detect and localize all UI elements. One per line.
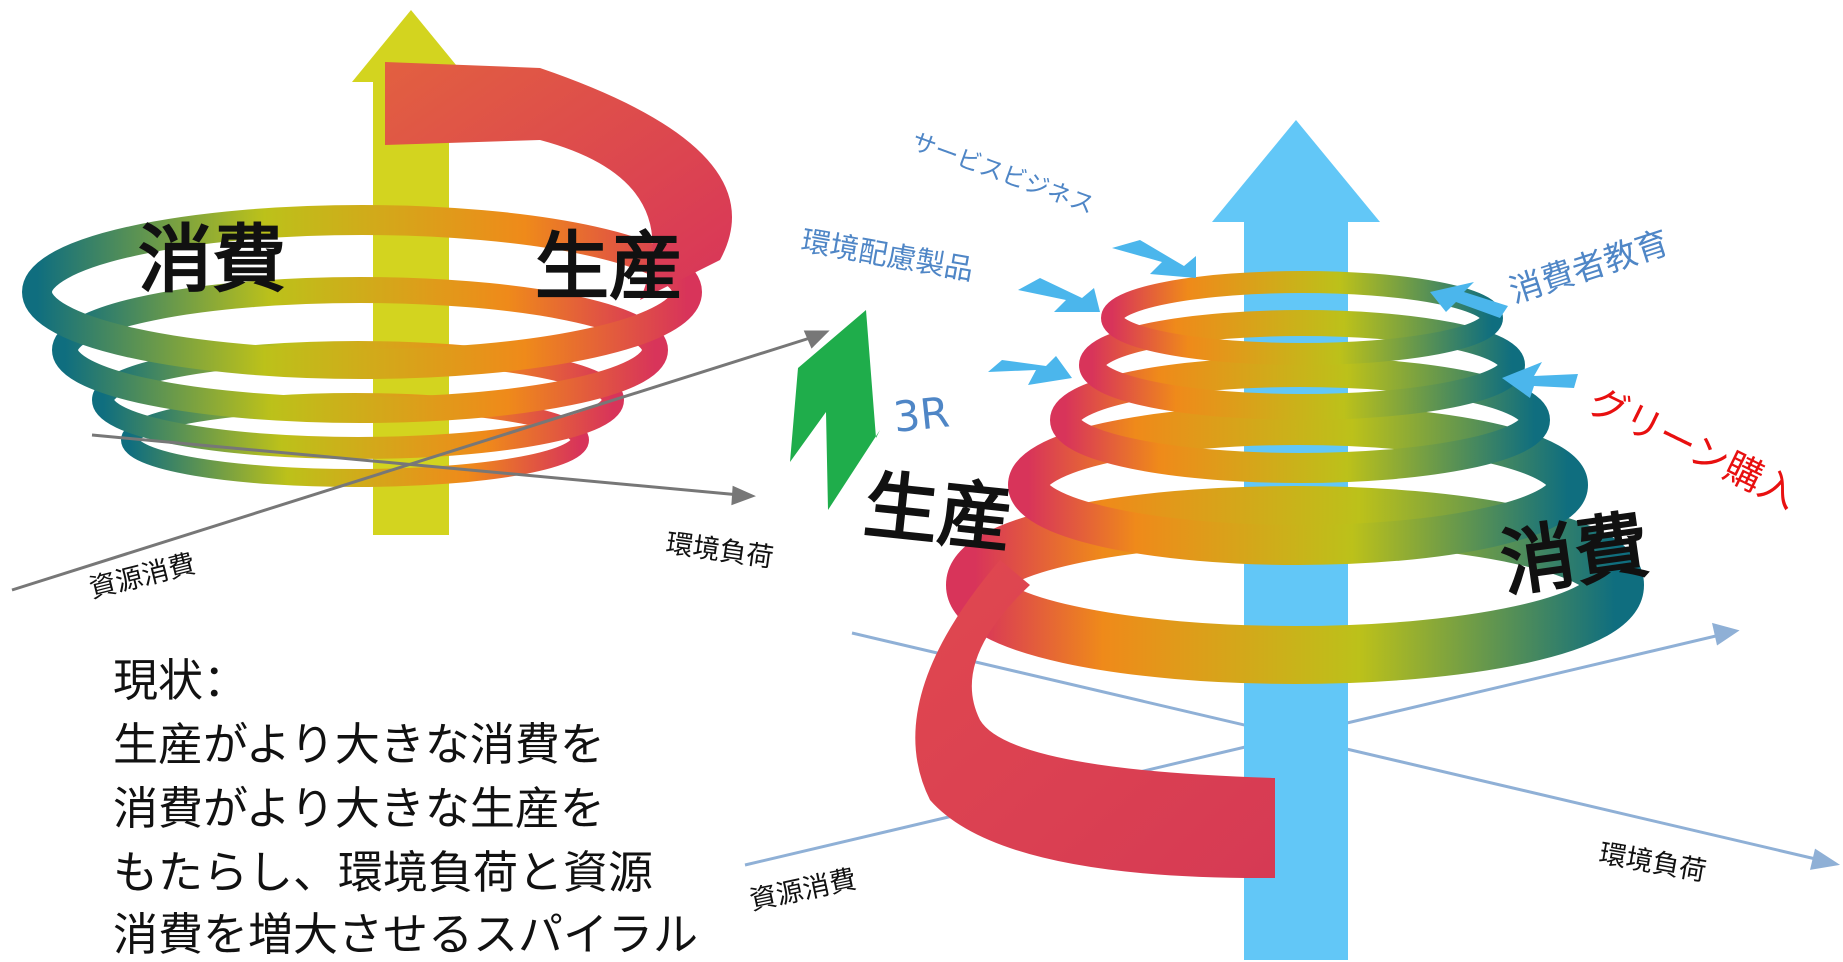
left-production-label: 生産 [535,224,683,310]
left-spiral-top-ribbon [385,62,732,300]
caption-line-3: 消費がより大きな生産を [113,782,605,835]
green-purchasing-arrow-icon [1502,362,1578,398]
right-consumption-label: 消費 [1496,502,1655,608]
caption-line-4: もたらし、環境負荷と資源 [113,846,653,899]
right-environment-axis-label: 環境負荷 [1597,838,1709,887]
consumer-education-arrow-icon [1430,282,1508,318]
three-r-arrow-icon [988,356,1072,385]
left-axes [11,330,830,592]
right-spiral-diagram: 生産 消費 資源消費 環境負荷 サービスビジネス 環境配慮製品 3R 消費者教育… [744,120,1841,960]
consumer-education-label: 消費者教育 [1504,223,1673,311]
eco-products-arrow-icon [1018,278,1100,312]
three-r-label: 3R [891,387,952,442]
transition-arrow-icon [790,310,880,510]
service-business-label: サービスビジネス [908,127,1098,219]
caption-line-2: 生産がより大きな消費を [113,718,605,771]
service-business-arrow-icon [1112,240,1196,278]
caption-line-5: 消費を増大させるスパイラル [113,908,698,961]
left-environment-axis-label: 環境負荷 [664,528,775,574]
left-consumption-label: 消費 [138,217,286,303]
right-spiral-tail-ribbon [915,560,1275,879]
right-resource-axis-label: 資源消費 [747,864,859,917]
caption-line-1: 現状： [113,654,248,707]
eco-products-label: 環境配慮製品 [799,223,976,287]
left-spiral-diagram: 消費 生産 資源消費 環境負荷 [11,10,830,605]
left-resource-axis-label: 資源消費 [86,549,198,605]
input-arrows [988,240,1578,398]
right-production-label: 生産 [860,462,1016,563]
right-spiral-rings [946,271,1644,684]
status-caption: 現状： 生産がより大きな消費を 消費がより大きな生産を もたらし、環境負荷と資源… [113,654,698,961]
green-purchasing-label: グリーン購入 [1582,379,1805,518]
